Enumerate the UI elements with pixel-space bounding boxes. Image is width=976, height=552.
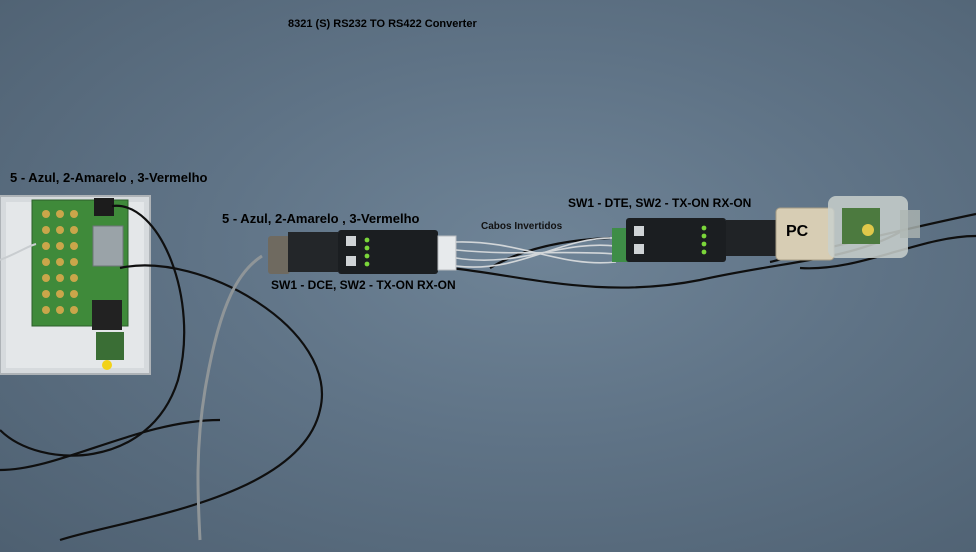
pc-connector — [775, 196, 920, 261]
wire-colors-label-mid: 5 - Azul, 2-Amarelo , 3-Vermelho — [222, 211, 420, 226]
converter2-switch-label: SW1 - DTE, SW2 - TX-ON RX-ON — [568, 196, 752, 210]
converter-1 — [268, 230, 457, 274]
circuit-board — [31, 198, 129, 370]
crossed-cables-label: Cabos Invertidos — [481, 221, 563, 232]
pc-label: PC — [786, 223, 809, 240]
converter-2 — [612, 218, 780, 262]
indicator-led — [102, 360, 112, 370]
keypad-grid — [42, 210, 78, 314]
crossed-wires — [455, 237, 617, 268]
title-label: 8321 (S) RS232 TO RS422 Converter — [288, 18, 477, 30]
converter1-switch-label: SW1 - DCE, SW2 - TX-ON RX-ON — [271, 278, 456, 292]
grey-cable — [196, 254, 263, 541]
wire-colors-label-left: 5 - Azul, 2-Amarelo , 3-Vermelho — [10, 170, 208, 185]
